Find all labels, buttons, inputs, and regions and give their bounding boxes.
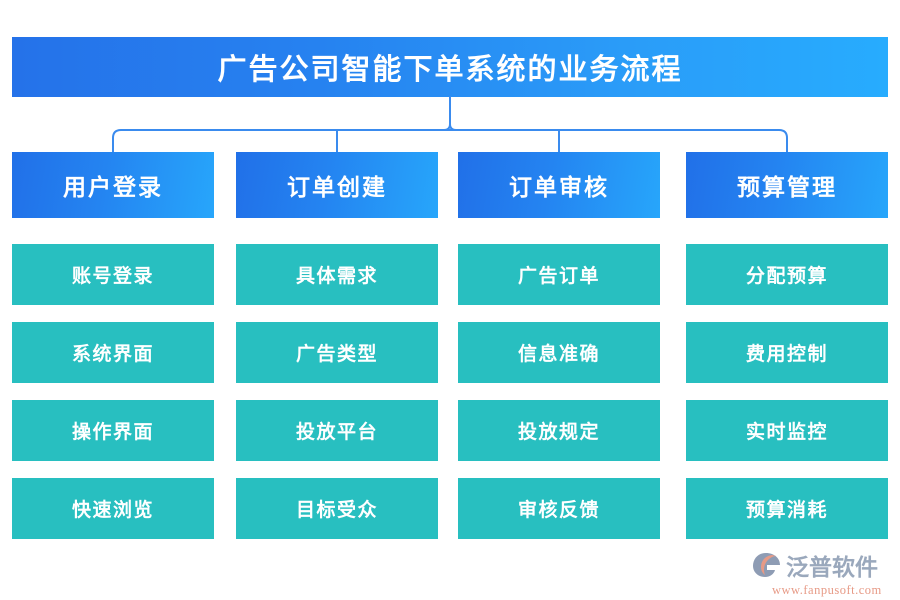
item-label: 投放平台 xyxy=(295,421,378,443)
fanpu-g-logo-icon xyxy=(753,553,780,577)
item-label: 审核反馈 xyxy=(517,499,600,521)
item-cell[interactable]: 信息准确 xyxy=(458,322,660,383)
item-cell[interactable]: 具体需求 xyxy=(236,244,438,305)
item-cell[interactable]: 目标受众 xyxy=(236,478,438,539)
item-cell[interactable]: 分配预算 xyxy=(686,244,888,305)
stage-box-user-login[interactable]: 用户登录 xyxy=(12,152,214,218)
item-label: 信息准确 xyxy=(517,343,600,365)
connector-peak xyxy=(443,123,457,131)
item-cell[interactable]: 费用控制 xyxy=(686,322,888,383)
item-label: 投放规定 xyxy=(517,421,600,443)
stage-column-order-create: 具体需求 广告类型 投放平台 目标受众 xyxy=(236,244,438,539)
logo-brand-name: 泛普软件 xyxy=(786,555,878,581)
item-label: 快速浏览 xyxy=(71,499,154,521)
connector-bracket xyxy=(112,96,788,152)
item-cell[interactable]: 审核反馈 xyxy=(458,478,660,539)
item-cell[interactable]: 账号登录 xyxy=(12,244,214,305)
stage-items-grid: 账号登录 系统界面 操作界面 快速浏览 具体需求 广告类型 投放平台 xyxy=(0,244,900,539)
connector-spine xyxy=(112,129,788,152)
stage-label: 订单创建 xyxy=(287,175,387,201)
stage-header-row: 用户登录 订单创建 订单审核 预算管理 xyxy=(0,152,900,218)
item-label: 广告类型 xyxy=(295,343,378,365)
item-label: 操作界面 xyxy=(71,421,154,443)
stage-label: 订单审核 xyxy=(509,175,609,201)
stage-column-budget-management: 分配预算 费用控制 实时监控 预算消耗 xyxy=(686,244,888,539)
item-cell[interactable]: 投放平台 xyxy=(236,400,438,461)
item-cell[interactable]: 投放规定 xyxy=(458,400,660,461)
stage-box-budget-management[interactable]: 预算管理 xyxy=(686,152,888,218)
item-label: 具体需求 xyxy=(295,265,378,287)
item-label: 实时监控 xyxy=(745,421,828,443)
stage-label: 用户登录 xyxy=(63,175,163,201)
logo-url: www.fanpusoft.com xyxy=(772,583,882,597)
item-label: 系统界面 xyxy=(71,343,154,365)
item-cell[interactable]: 广告订单 xyxy=(458,244,660,305)
brand-logo: 泛普软件 www.fanpusoft.com xyxy=(752,548,892,597)
stage-label: 预算管理 xyxy=(737,175,837,201)
item-label: 分配预算 xyxy=(745,265,828,287)
logo-row: 泛普软件 xyxy=(752,548,892,582)
item-label: 目标受众 xyxy=(295,499,378,521)
stage-box-order-create[interactable]: 订单创建 xyxy=(236,152,438,218)
item-label: 账号登录 xyxy=(71,265,154,287)
item-label: 广告订单 xyxy=(517,265,600,287)
item-cell[interactable]: 快速浏览 xyxy=(12,478,214,539)
stage-column-user-login: 账号登录 系统界面 操作界面 快速浏览 xyxy=(12,244,214,539)
item-cell[interactable]: 系统界面 xyxy=(12,322,214,383)
item-label: 预算消耗 xyxy=(745,499,828,521)
diagram-title-banner: 广告公司智能下单系统的业务流程 xyxy=(12,37,888,97)
item-cell[interactable]: 操作界面 xyxy=(12,400,214,461)
stage-box-order-review[interactable]: 订单审核 xyxy=(458,152,660,218)
item-cell[interactable]: 实时监控 xyxy=(686,400,888,461)
item-cell[interactable]: 预算消耗 xyxy=(686,478,888,539)
stage-column-order-review: 广告订单 信息准确 投放规定 审核反馈 xyxy=(458,244,660,539)
page-title: 广告公司智能下单系统的业务流程 xyxy=(217,52,683,86)
item-cell[interactable]: 广告类型 xyxy=(236,322,438,383)
item-label: 费用控制 xyxy=(745,343,828,365)
